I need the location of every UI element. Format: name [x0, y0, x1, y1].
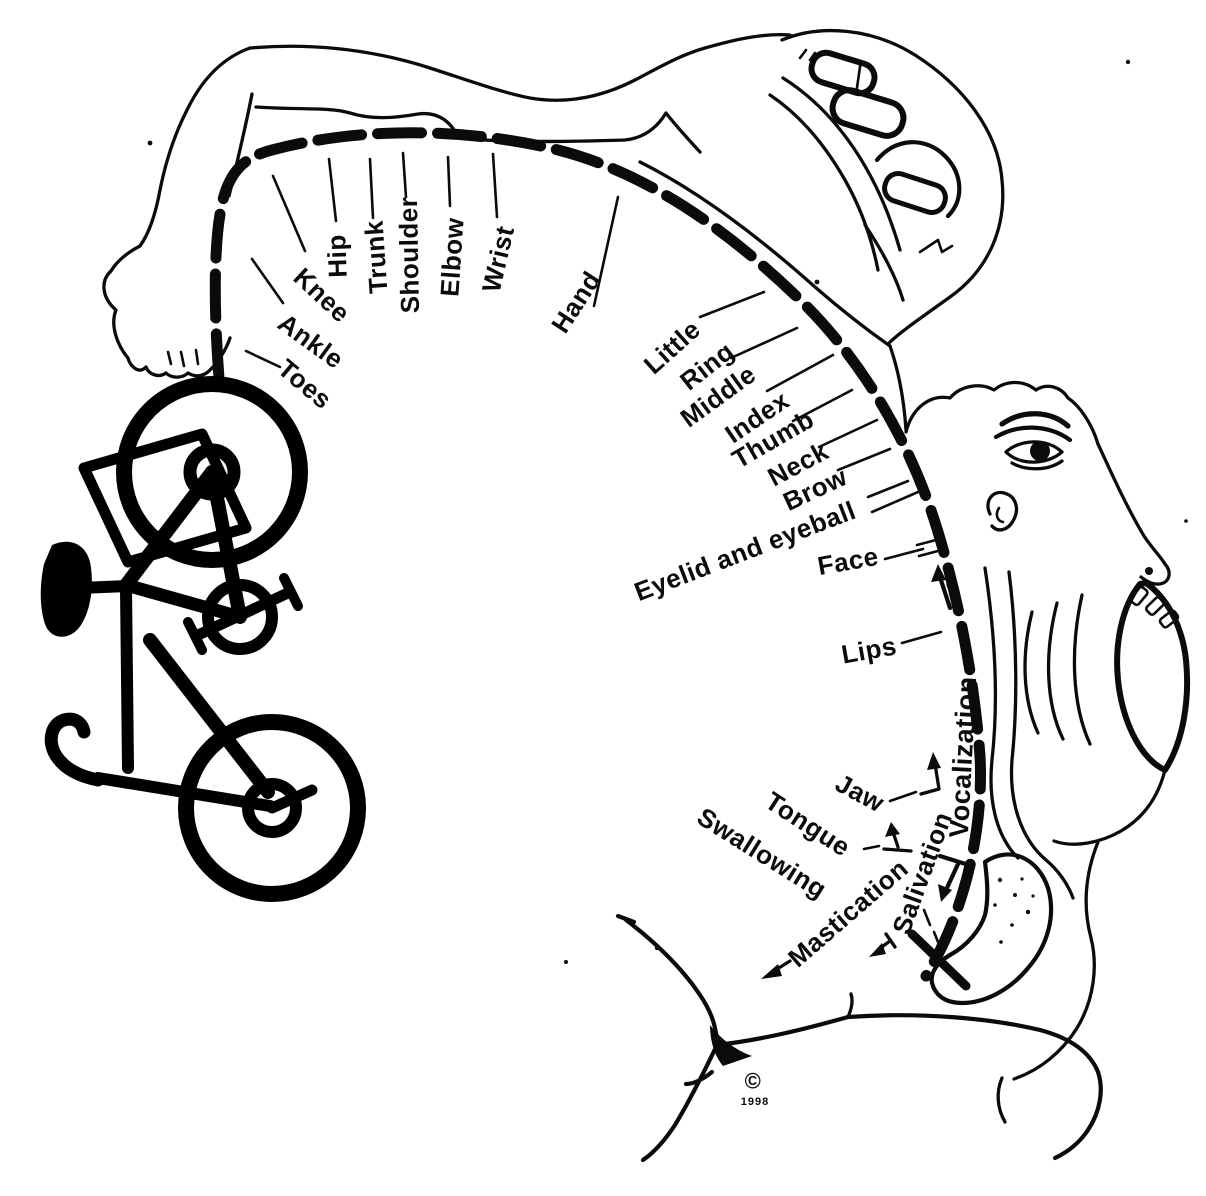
- label-face: Face: [815, 541, 881, 581]
- finger-1: [808, 49, 878, 97]
- leader-lines: [244, 151, 943, 851]
- bike-handlebar: [44, 712, 105, 787]
- face-up-arrow: [931, 564, 955, 611]
- branch-hook: [996, 1076, 1007, 1124]
- label-jaw: Jaw: [831, 768, 890, 818]
- teeth: [1129, 585, 1180, 629]
- thumb-nail: [882, 170, 948, 216]
- cheek-link: [888, 344, 908, 432]
- copyright-mark: © 1998: [741, 1069, 769, 1109]
- chin-folds: [1023, 593, 1092, 746]
- bottom-branches: [615, 913, 1103, 1163]
- label-wrist: Wrist: [476, 223, 520, 295]
- label-hip: Hip: [321, 234, 352, 278]
- thumb-outline: [874, 140, 962, 219]
- bike-crank: [202, 579, 278, 655]
- nose-profile: [1096, 442, 1171, 586]
- branch-right: [714, 1013, 1103, 1161]
- shin-line: [227, 92, 254, 198]
- knuckle-crease: [918, 238, 954, 254]
- torso-inner-line: [254, 105, 702, 154]
- branch-lower-left: [640, 1042, 720, 1163]
- torso-top-silhouette: [248, 33, 792, 102]
- throat-blob-speckles: [993, 877, 1035, 944]
- label-elbow: Elbow: [434, 216, 469, 297]
- neck-front-2: [1007, 570, 1075, 900]
- ear-inner: [995, 506, 1005, 524]
- salivation-arrow-large: [937, 853, 975, 902]
- face-tick-1: [915, 538, 938, 547]
- jaw-line: [1012, 840, 1100, 1081]
- arc-end-dash: [907, 929, 971, 991]
- tick: [932, 930, 942, 949]
- hand-drawing: [768, 28, 1005, 432]
- bike-rack: [78, 428, 252, 568]
- copyright-year: 1998: [741, 1096, 769, 1108]
- mouth-cavity: [1114, 580, 1191, 773]
- pupil: [1030, 441, 1050, 461]
- forehead-bumps: [904, 380, 1100, 446]
- labels: Toes Ankle Knee Hip Trunk Shoulder Elbow…: [272, 196, 982, 973]
- eyebrow-heavy: [999, 411, 1071, 429]
- face-tick-2: [917, 549, 940, 558]
- throat-blob: [929, 852, 1054, 1006]
- forearm-lower-line: [638, 160, 892, 348]
- label-trunk: Trunk: [358, 219, 393, 294]
- label-hand: Hand: [545, 266, 607, 339]
- branch-junction: [710, 1025, 752, 1066]
- eyebrow-light: [993, 425, 1073, 443]
- specks: [147, 59, 1188, 964]
- label-shoulder: Shoulder: [393, 196, 425, 313]
- hand-band-1: [781, 76, 902, 252]
- ear-outline: [986, 490, 1019, 532]
- label-lips: Lips: [839, 630, 899, 669]
- finger-2: [829, 87, 907, 139]
- hand-outer: [780, 28, 1005, 346]
- lower-lip-chin: [1052, 768, 1167, 846]
- mastication-arrow: [761, 959, 792, 979]
- eye-outline: [1004, 440, 1064, 464]
- salivation-arrow-small: [869, 932, 897, 957]
- jaw-arrow: [919, 752, 941, 796]
- lower-lashes: [1010, 459, 1064, 471]
- bicycle-icon: [40, 376, 366, 902]
- branch-right-spur: [846, 992, 854, 1019]
- arrows: [761, 564, 975, 979]
- neck-front-1: [983, 566, 1020, 860]
- tick: [922, 908, 932, 927]
- toe-lines: [166, 348, 200, 368]
- body-outline: [102, 33, 892, 379]
- branch-upper-left: [623, 917, 720, 1043]
- tongue-arrow: [882, 822, 913, 853]
- leg-outline: [102, 46, 252, 379]
- palm-curve: [863, 223, 905, 302]
- nostril: [1145, 567, 1153, 575]
- face-drawing: [904, 380, 1191, 1081]
- bike-seat: [40, 541, 92, 637]
- branch-left-spur: [683, 1069, 715, 1087]
- copyright-symbol: ©: [745, 1069, 762, 1094]
- hand-band-2: [768, 93, 880, 272]
